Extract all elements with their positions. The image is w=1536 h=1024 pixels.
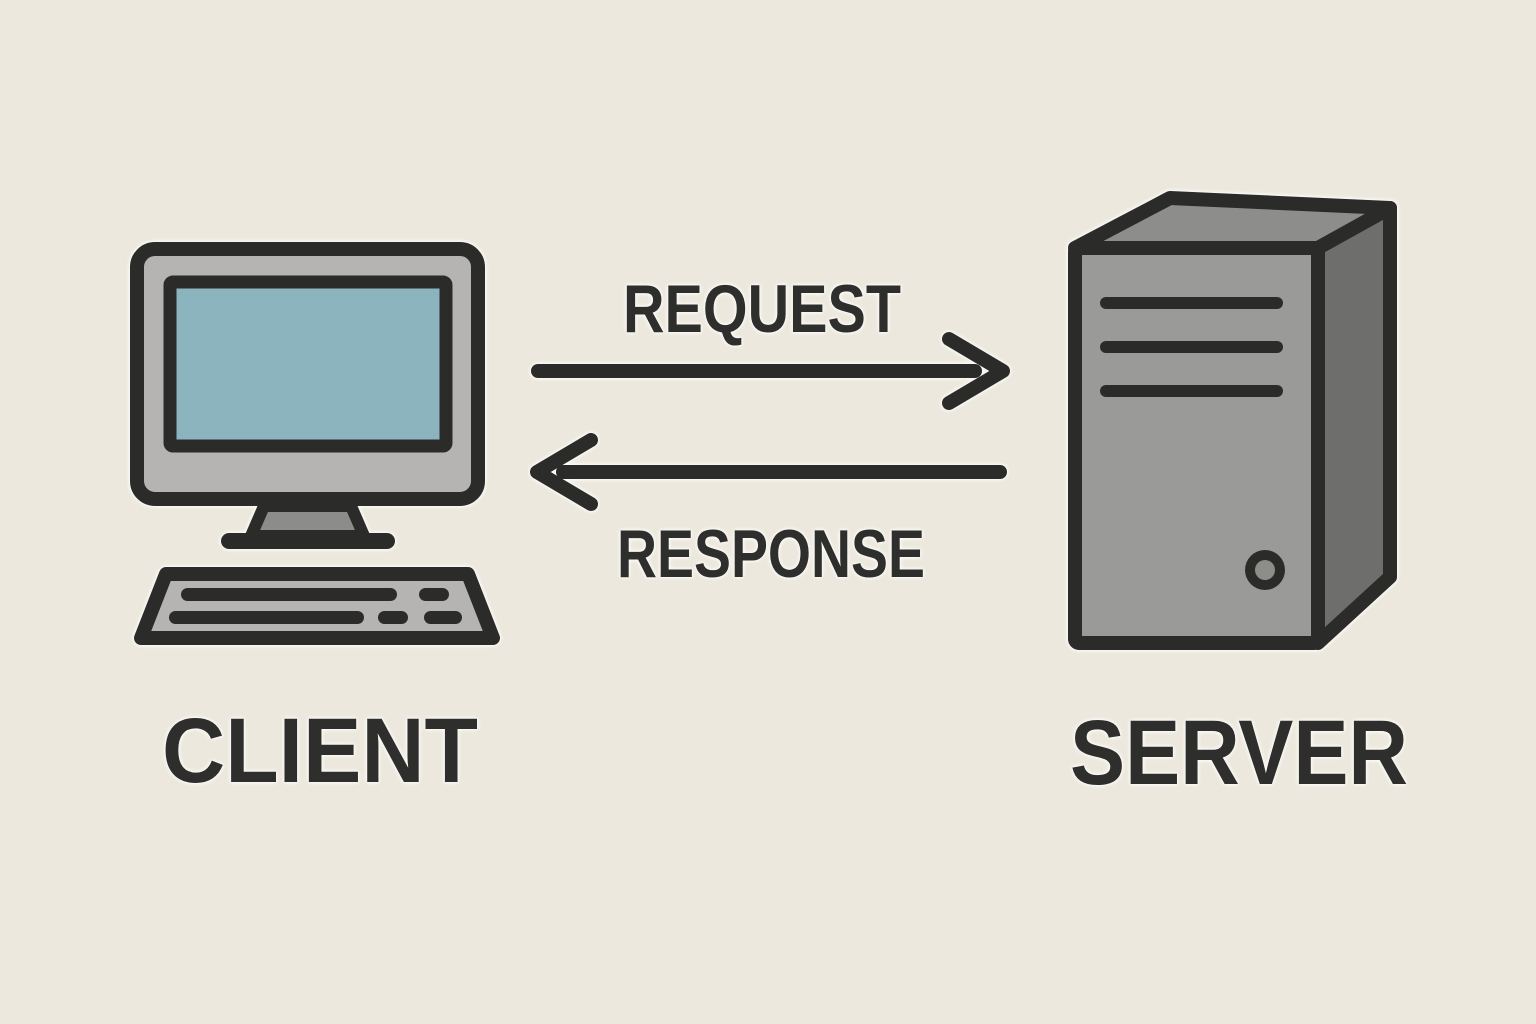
response-arrowhead-icon bbox=[530, 433, 598, 511]
response-label: RESPONSE bbox=[617, 516, 925, 592]
request-label: REQUEST bbox=[623, 271, 901, 347]
desktop-computer-icon bbox=[130, 242, 500, 645]
monitor-base bbox=[221, 533, 395, 549]
keyboard-key-bar bbox=[181, 588, 397, 601]
client-label: CLIENT bbox=[162, 700, 478, 802]
server-vent-slat bbox=[1100, 385, 1283, 397]
server-side-face bbox=[1311, 201, 1397, 650]
server-vent-slat bbox=[1100, 341, 1283, 353]
keyboard-key bbox=[419, 588, 449, 601]
server-tower-icon bbox=[1068, 191, 1397, 650]
request-arrow: REQUEST bbox=[531, 271, 1010, 410]
keyboard-key bbox=[424, 611, 462, 624]
request-arrowhead-icon bbox=[942, 332, 1010, 410]
keyboard bbox=[134, 567, 500, 645]
response-arrow: RESPONSE bbox=[530, 433, 1007, 592]
monitor-screen bbox=[163, 275, 453, 453]
monitor-stand bbox=[245, 500, 370, 542]
keyboard-key bbox=[378, 611, 408, 624]
server-label: SERVER bbox=[1070, 702, 1408, 804]
keyboard-key-bar bbox=[169, 611, 364, 624]
server-vent-slat bbox=[1100, 297, 1283, 309]
server-power-button-inner bbox=[1255, 560, 1275, 580]
